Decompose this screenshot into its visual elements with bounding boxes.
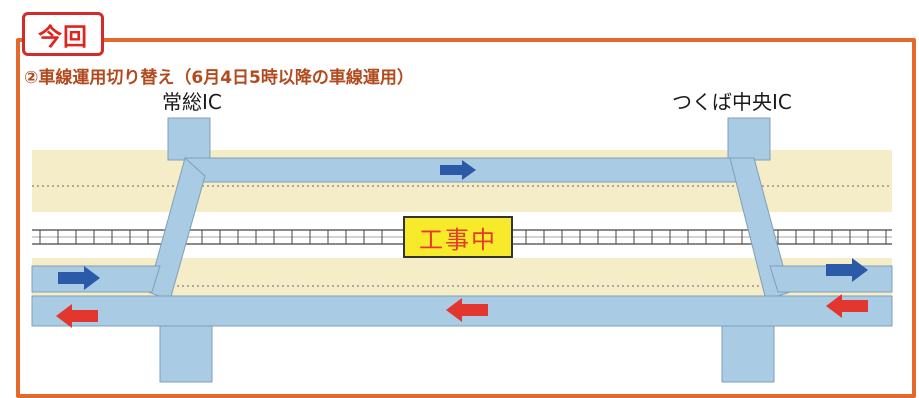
right-exit-arrow — [826, 258, 868, 282]
left-exit-arrow — [56, 304, 98, 328]
bottom-lane-arrow — [446, 298, 488, 322]
interchange-label-tsukuba-chuo: つくば中央IC — [672, 90, 792, 114]
construction-zone-label: 工事中 — [403, 216, 513, 258]
interchange-right-connector — [721, 117, 775, 383]
left-entry-arrow — [58, 266, 100, 290]
interchange-left-connector — [159, 117, 213, 383]
right-entry-arrow — [826, 294, 868, 318]
current-badge: 今回 — [22, 12, 104, 56]
road-diagram — [31, 117, 893, 383]
diagram-subtitle: ②車線運用切り替え（6月4日5時以降の車線運用） — [24, 68, 414, 88]
top-lane-arrow — [440, 160, 476, 180]
interchange-label-joso: 常総IC — [162, 90, 222, 114]
median-fence-posts — [39, 230, 887, 244]
